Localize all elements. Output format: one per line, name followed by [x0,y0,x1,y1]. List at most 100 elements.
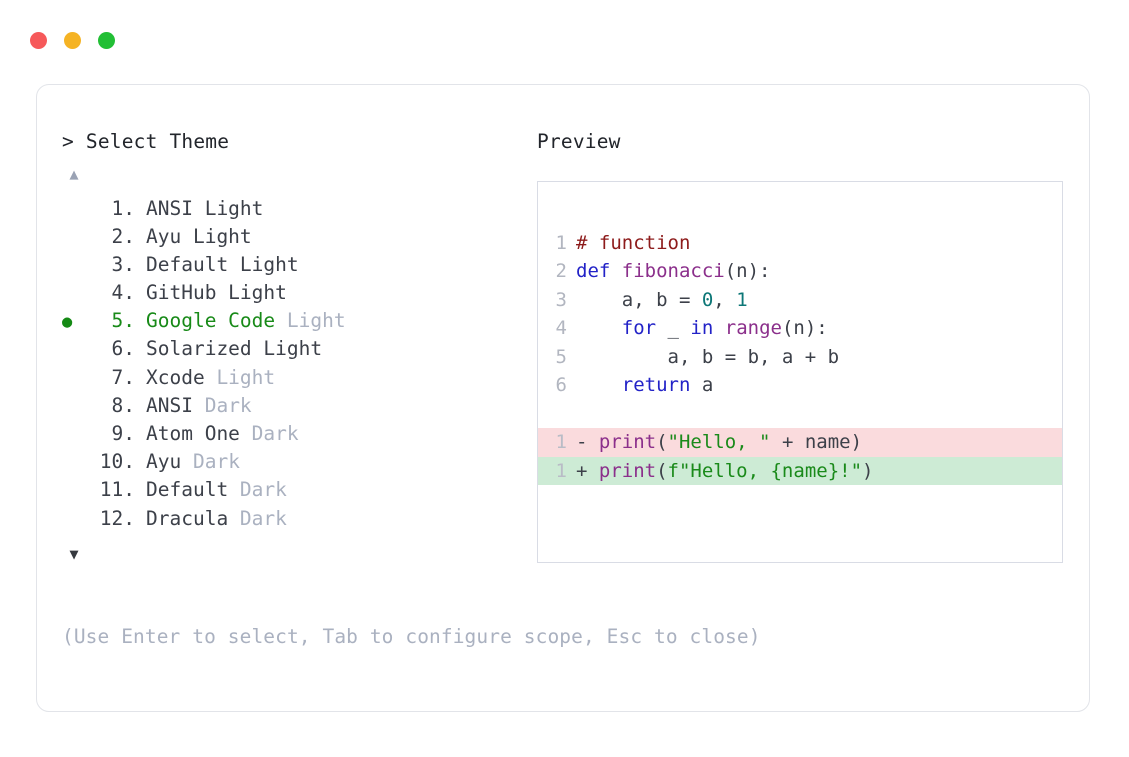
code-token: + [576,459,599,482]
code-token: ( [656,431,668,453]
selected-bullet-icon: ● [62,312,73,333]
theme-item-variant: Light [204,365,276,389]
code-token: (n): [724,260,771,282]
theme-item-index: 7. [111,365,135,389]
theme-item-variant: Dark [228,506,287,530]
theme-list-item[interactable]: 4.GitHub Light [62,279,532,307]
code-token: _ [656,317,691,339]
theme-item-index: 12. [99,506,135,530]
line-number: 1 [555,231,567,254]
diff-removed-line: 1- print("Hello, " + name) [538,428,1062,457]
code-token: "Hello, " [667,431,771,453]
code-token [576,374,622,396]
keyboard-hint: (Use Enter to select, Tab to configure s… [62,625,761,648]
theme-item-index: 1. [111,196,135,220]
code-line: 5 a, b = b, a + b [538,343,1062,372]
code-blank-line [538,400,1062,429]
code-token: ) [862,459,874,482]
code-line: 1 # function [538,229,1062,258]
scroll-down-icon[interactable]: ▼ [69,544,79,563]
theme-item-name: Default [146,478,229,502]
code-token: a, b = [576,288,702,311]
theme-item-name: GitHub Light [146,281,287,305]
line-number: 4 [555,317,567,339]
code-token: (n): [781,317,828,339]
theme-list-item[interactable]: 8.ANSI Dark [62,392,532,420]
code-token: 0 [701,288,714,311]
code-line-text: - print("Hello, " + name) [576,428,868,457]
line-number: 1 [555,459,567,482]
line-number: 5 [555,345,567,368]
code-token: a, b = b, a + b [576,345,840,368]
code-token: 1 [736,288,748,311]
close-window-button[interactable] [30,32,47,49]
line-number: 3 [555,288,567,311]
minimize-window-button[interactable] [64,32,81,49]
code-token: + name) [770,431,863,453]
theme-item-name: Solarized Light [146,337,323,361]
theme-item-index: 9. [111,422,135,445]
code-token: , [713,288,737,311]
theme-item-variant: Light [275,309,346,333]
theme-item-variant: Dark [228,478,287,502]
code-line-text: for _ in range(n): [576,314,834,343]
theme-item-name: Ayu [146,450,182,474]
code-token: f"Hello, {name}!" [667,459,863,482]
code-token: def [576,260,622,282]
code-token: # function [576,231,691,254]
theme-list-item[interactable]: 11.Default Dark [62,476,532,504]
code-token: range [724,317,782,339]
line-number: 2 [555,260,567,282]
theme-item-index: 3. [111,252,135,276]
theme-item-index: 5. [111,309,135,333]
code-line-text: a, b = b, a + b [576,343,845,372]
theme-list-item[interactable]: 7. Xcode Light [62,364,532,392]
code-token: print [598,459,657,482]
code-token: - [576,431,599,453]
code-token: fibonacci [621,260,725,282]
theme-item-name: Xcode [146,365,205,389]
code-line-text: a, b = 0, 1 [576,286,754,315]
theme-list-item[interactable]: 3. Default Light [62,251,532,279]
theme-list-item[interactable]: 12. Dracula Dark [62,505,532,533]
code-token: for [621,317,657,339]
theme-item-index: 8. [111,393,135,417]
theme-item-name: Google Code [146,309,276,333]
theme-item-name: ANSI [146,393,193,417]
maximize-window-button[interactable] [98,32,115,49]
theme-list-item[interactable]: 10. Ayu Dark [62,448,532,476]
theme-item-name: Dracula [146,506,229,530]
code-token [576,317,622,339]
theme-list-item[interactable]: 2.Ayu Light [62,223,532,251]
line-number: 6 [555,374,567,396]
code-line: 2 def fibonacci(n): [538,257,1062,286]
theme-item-variant: Dark [181,450,240,474]
line-number: 1 [555,431,567,453]
scroll-up-icon[interactable]: ▲ [69,164,79,183]
theme-item-variant: Dark [239,422,299,445]
theme-item-name: Atom One [146,422,240,445]
code-token: return [621,374,691,396]
theme-list-item[interactable]: ● 5. Google Code Light [62,307,532,335]
code-line-text: + print(f"Hello, {name}!") [576,457,879,486]
code-line-text: # function [576,229,696,258]
code-token: a [690,374,714,396]
page-title: > Select Theme [62,130,230,153]
theme-list-item[interactable]: 1.ANSI Light [62,195,532,223]
theme-list-item[interactable]: 6.Solarized Light [62,335,532,363]
code-line: 6 return a [538,371,1062,400]
code-line: 4 for _ in range(n): [538,314,1062,343]
theme-item-name: Default Light [146,252,299,276]
theme-list-item[interactable]: 9. Atom One Dark [62,420,532,448]
code-token: print [598,431,657,453]
diff-added-line: 1 + print(f"Hello, {name}!") [538,456,1062,486]
code-line-text: def fibonacci(n): [576,257,776,286]
theme-item-name: Ayu Light [146,224,252,248]
theme-item-index: 10. [99,450,135,474]
code-token: in [690,317,714,339]
